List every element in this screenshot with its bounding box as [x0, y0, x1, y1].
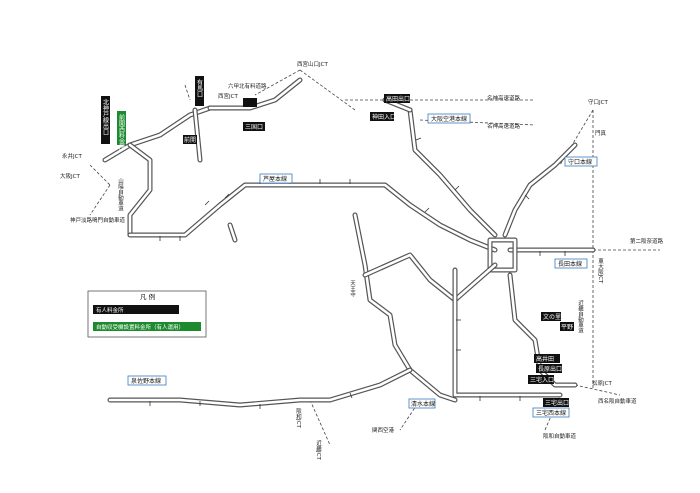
label-tsu-jct: 西宮JCT [218, 92, 238, 100]
svg-text:大阪空港本線: 大阪空港本線 [431, 115, 467, 123]
legend-swatch-staffed [93, 305, 179, 314]
tollbooth-takada: 高田出口 [384, 94, 410, 103]
svg-text:平野: 平野 [561, 323, 573, 331]
legend: 凡 例 有人料金所 自動収受機設置料金所（有人運用） [87, 290, 207, 338]
svg-text:泉佐野本線: 泉佐野本線 [131, 377, 161, 385]
legend-title: 凡 例 [140, 292, 155, 301]
tollbooth-keihan: 神田入口 [370, 112, 396, 121]
label-kadoma: 門真 [595, 129, 607, 137]
label-kansai-airport: 関西空港 [372, 426, 395, 434]
svg-text:芦屋本線: 芦屋本線 [263, 175, 287, 183]
svg-text:三国口: 三国口 [245, 124, 263, 131]
place-labels: 西宮山口JCT 六甲北有料道路 西宮JCT 永井JCT 大阪JCT 神戸淡路鳴門… [60, 60, 664, 460]
tollbooth-hirakata: 平野 [560, 322, 574, 331]
line-name-nagata: 長田本線 [554, 258, 588, 269]
line-name-osaka-airport: 大阪空港本線 [427, 113, 471, 124]
tollbooth-mikuni: 三国口 [243, 122, 265, 131]
svg-text:有馬口: 有馬口 [196, 78, 203, 98]
svg-text:高田出口: 高田出口 [386, 95, 410, 103]
svg-text:神田入口: 神田入口 [372, 113, 396, 121]
svg-text:三宅出口: 三宅出口 [545, 399, 569, 407]
svg-text:文の里: 文の里 [543, 313, 561, 321]
line-name-shimizu: 清水本線 [408, 398, 436, 409]
tollbooth-futaba: 文の里 [541, 312, 561, 321]
label-sanyo: 山陽自動車道 [117, 177, 124, 213]
legend-item-automatic: 自動収受機設置料金所（有人運用） [96, 323, 184, 331]
label-nishinomiya-jct: 西宮山口JCT [297, 60, 328, 68]
svg-text:前開: 前開 [184, 136, 196, 144]
ramp-ticks [149, 137, 566, 409]
label-hanshin-exp: 名神高速道路 [487, 94, 521, 102]
label-sakai-jct: 松原JCT [592, 379, 612, 387]
svg-text:前開西料金所: 前開西料金所 [118, 113, 125, 151]
tollbooth-markers: 北神戸線出口 前開西料金所 前開 有馬口 三国口 高田出口 神田入口 [101, 76, 574, 407]
tollbooth-sakai-small [243, 98, 257, 107]
legend-item-staffed: 有人料金所 [96, 306, 124, 314]
label-eiji-jct: 永井JCT [62, 152, 82, 160]
svg-text:三宅入口: 三宅入口 [530, 376, 554, 384]
line-name-ashiya: 芦屋本線 [259, 173, 293, 184]
tollbooth-kobe-nishi: 前開 [183, 135, 197, 144]
tollbooth-nishinagahori: 長原出口 [536, 364, 562, 373]
external-roads [89, 69, 660, 446]
label-rokko: 六甲北有料道路 [228, 82, 267, 90]
line-name-boxes: 芦屋本線 大阪空港本線 守口本線 長田本線 泉佐野本線 清水本線 三宅西本線 [127, 113, 598, 418]
line-name-izumisano: 泉佐野本線 [127, 375, 167, 386]
svg-text:長原出口: 長原出口 [538, 365, 562, 373]
tollbooth-saiwai: 三宅入口 [528, 375, 554, 384]
label-tennoji: 天王寺 [349, 280, 356, 297]
tollbooth-kamikoshi: 三宅出口 [543, 398, 569, 407]
tollbooth-kita-kobe-exit: 北神戸線出口 [101, 96, 110, 144]
tollbooth-takaidoda: 高井田 [534, 354, 560, 363]
svg-text:守口本線: 守口本線 [568, 158, 592, 166]
label-hanwa: 阪和自動車道 [543, 432, 577, 440]
label-eastern-exp: 第二阪奈道路 [630, 237, 664, 245]
svg-text:三宅西本線: 三宅西本線 [536, 409, 566, 417]
tollbooth-yamaguchi: 有馬口 [195, 76, 204, 106]
svg-text:清水本線: 清水本線 [411, 400, 435, 408]
label-kinki-exp: 近畿自動車道 [577, 299, 584, 335]
label-osaka-jct: 大阪JCT [60, 172, 80, 180]
legend-swatch-automatic [93, 322, 201, 331]
line-name-moriguchi: 守口本線 [564, 156, 598, 167]
svg-text:長田本線: 長田本線 [558, 260, 582, 268]
tollbooth-green-vertical: 前開西料金所 [117, 111, 126, 151]
label-hanwa-jct: 阪和JCT [295, 407, 302, 429]
label-meishin-road: 名神高速道路 [487, 122, 521, 130]
svg-text:高井田: 高井田 [536, 355, 554, 363]
label-kinki-jct: 近畿JCT [315, 439, 322, 461]
label-nishi-meihan: 西名阪自動車道 [598, 397, 637, 405]
svg-text:北神戸線出口: 北神戸線出口 [102, 98, 109, 136]
label-kobe-awaji: 神戸淡路鳴門自動車道 [70, 216, 126, 224]
line-name-mikura-west: 三宅西本線 [532, 407, 570, 418]
label-moriguchi-jct: 守口JCT [588, 98, 608, 106]
label-higashiosaka-jct: 東大阪JCT [597, 257, 604, 284]
